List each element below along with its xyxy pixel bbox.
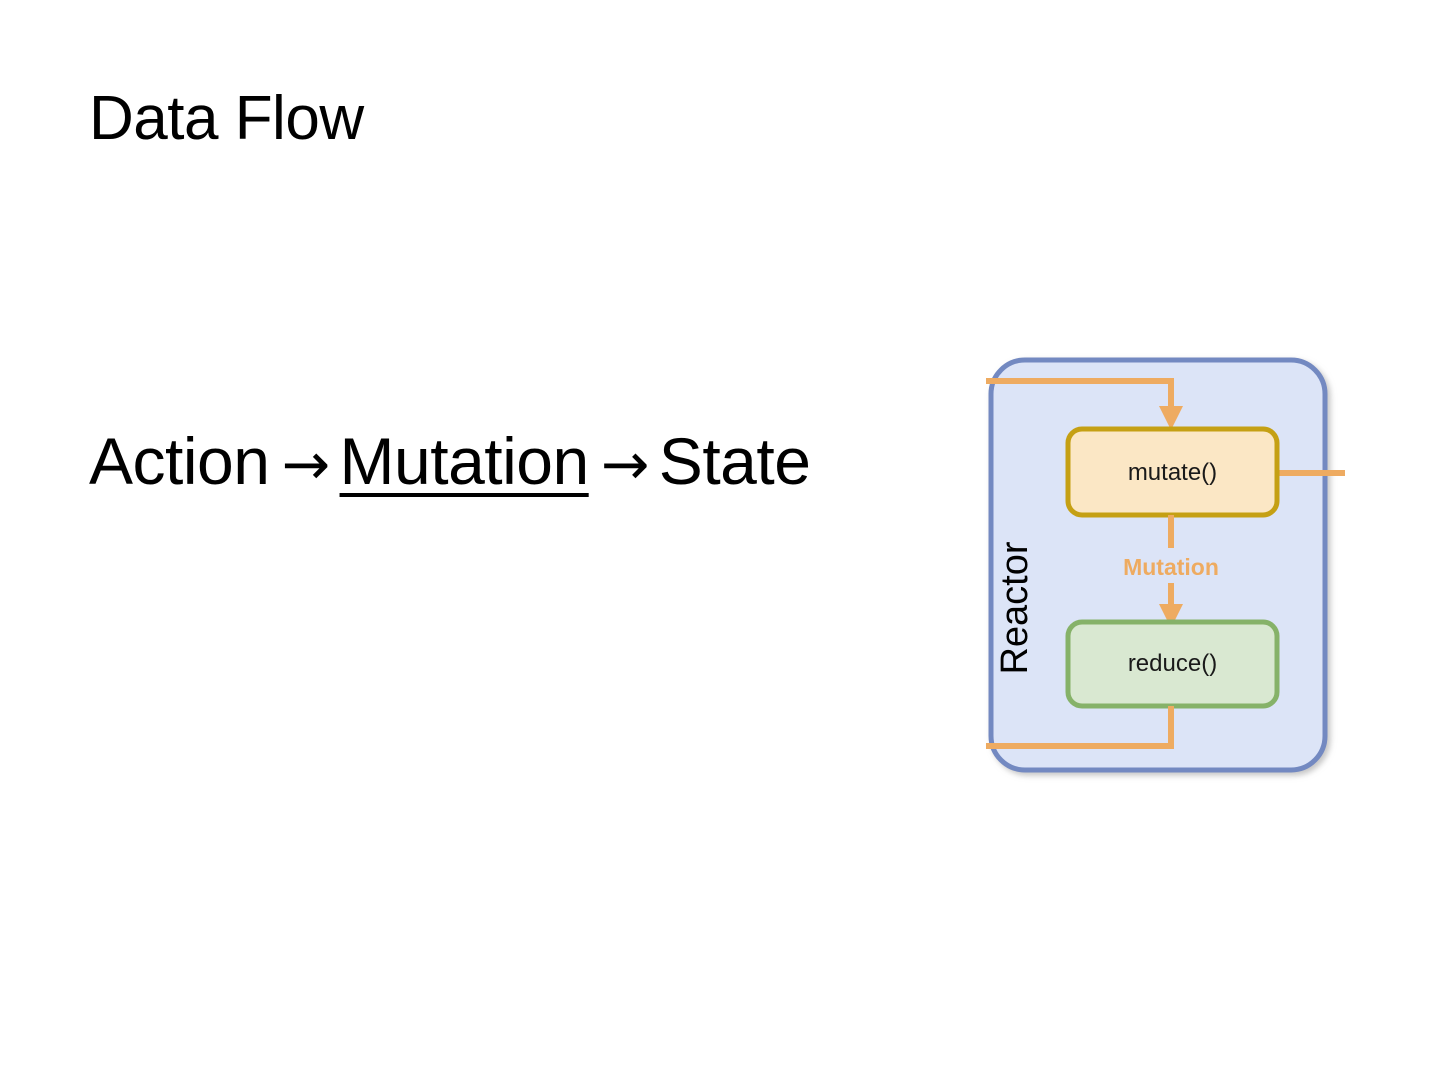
reactor-diagram: Reactor mutate() Mutation bbox=[975, 348, 1345, 788]
arrowhead-down-into-mutate-icon bbox=[1159, 406, 1183, 430]
node-mutate-label: mutate() bbox=[1128, 459, 1217, 486]
edge-state-out-line bbox=[986, 706, 1174, 749]
node-mutate[interactable]: mutate() bbox=[1065, 426, 1280, 518]
edge-state-out bbox=[986, 706, 1174, 749]
reactor-label: Reactor bbox=[994, 541, 1036, 674]
right-arrow-icon-2: → bbox=[600, 430, 650, 498]
page-title: Data Flow bbox=[89, 84, 364, 153]
data-flow-expression: Action→Mutation→State bbox=[89, 424, 811, 500]
edge-mutation-label: Mutation bbox=[1123, 554, 1219, 580]
arrowhead-down-into-reduce-icon bbox=[1159, 604, 1183, 628]
node-reduce-label: reduce() bbox=[1128, 650, 1217, 677]
edge-loop-back bbox=[986, 378, 1183, 430]
flow-term-mutation: Mutation bbox=[339, 424, 590, 498]
node-reduce[interactable]: reduce() bbox=[1065, 619, 1280, 709]
flow-term-state: State bbox=[658, 424, 811, 498]
right-arrow-icon-1: → bbox=[281, 430, 330, 498]
flow-term-action: Action bbox=[89, 424, 270, 498]
edge-loop-back-line bbox=[986, 378, 1174, 408]
edge-mutation: Mutation bbox=[1123, 515, 1219, 628]
